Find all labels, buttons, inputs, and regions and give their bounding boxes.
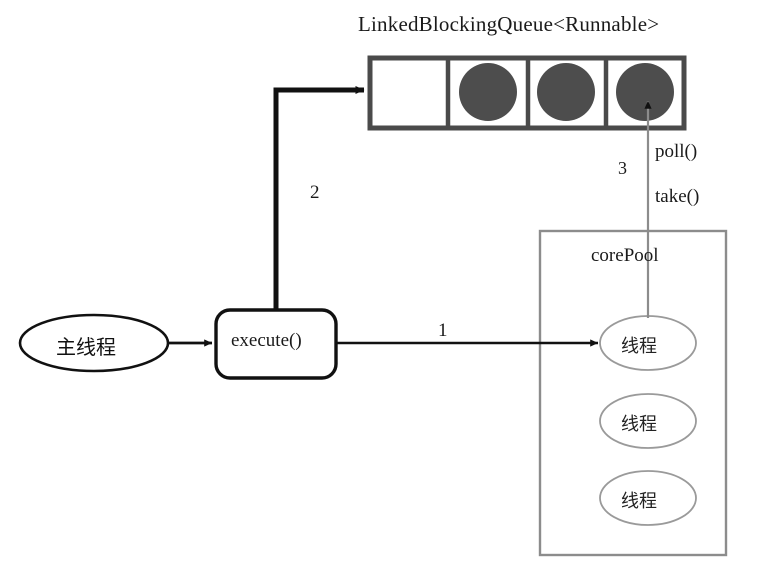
arrow-step-2-execute-to-queue [273,86,365,310]
queue-task-circle-3 [616,63,674,121]
queue-task-circle-1 [459,63,517,121]
step-number-3: 3 [618,158,627,178]
core-thread-ellipse-3 [599,470,697,526]
queue-title: LinkedBlockingQueue<Runnable> [358,12,660,36]
step-number-1: 1 [438,320,448,341]
core-pool-title: corePool [591,245,659,266]
step-number-2: 2 [310,182,320,203]
queue-task-circle-2 [537,63,595,121]
core-thread-label-3: 线程 [621,491,657,512]
core-thread-ellipse-2 [599,393,697,449]
take-method-label: take() [655,186,700,207]
main-thread-ellipse [18,313,170,373]
core-thread-label-1: 线程 [621,336,657,357]
core-thread-label-2: 线程 [621,414,657,435]
main-thread-label: 主线程 [56,335,116,359]
poll-method-label: poll() [655,141,698,162]
core-pool-box [538,229,728,557]
execute-label: execute() [231,330,302,351]
